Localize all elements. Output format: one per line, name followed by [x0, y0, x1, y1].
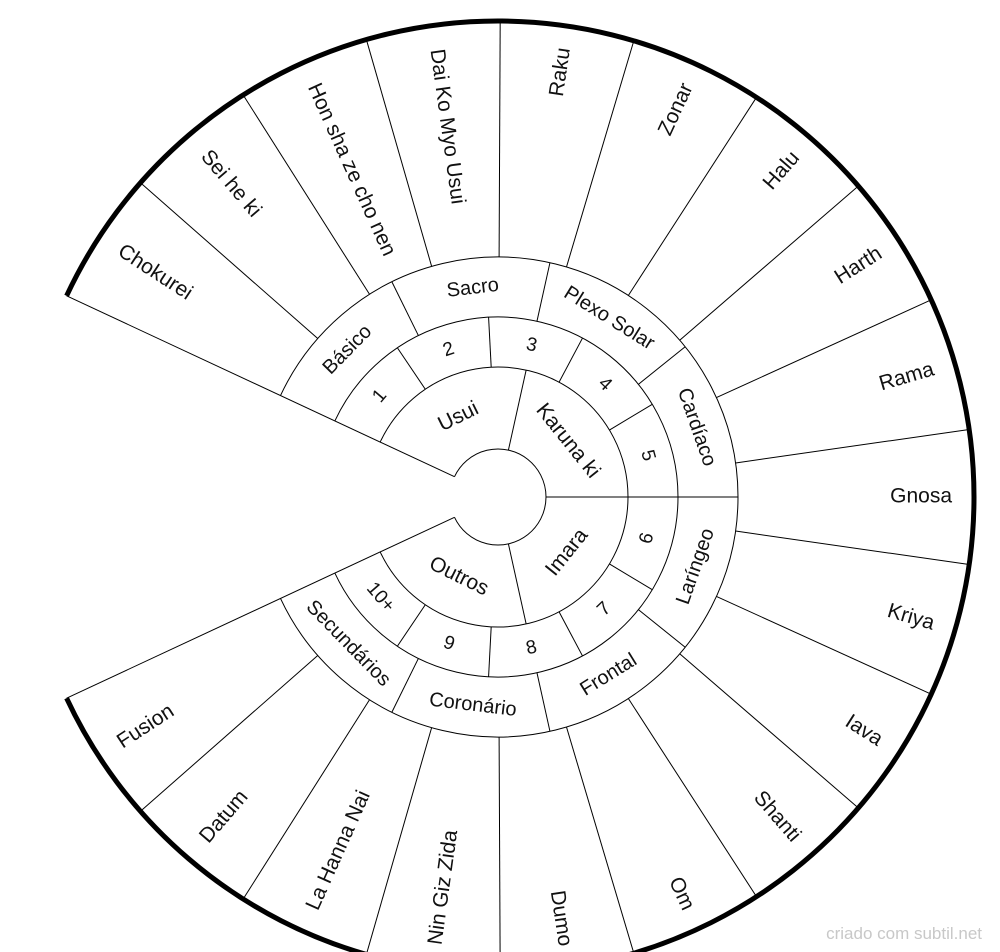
number-label: 5 [636, 448, 659, 464]
segment-divider [735, 530, 970, 566]
segment-divider [396, 604, 426, 647]
number-label: 3 [524, 334, 539, 357]
segment-divider [140, 182, 319, 339]
outer-label: Rama [876, 357, 937, 395]
ring-arcs [64, 18, 977, 952]
segment-divider [498, 21, 501, 258]
chakra-label: Cardíaco [673, 385, 721, 469]
segment-divider [735, 428, 970, 464]
inner-label: Karuna ki [531, 399, 604, 483]
segment-divider [638, 609, 686, 648]
segment-divider [558, 337, 583, 383]
outer-label: Halu [758, 146, 804, 194]
segment-divider [609, 563, 653, 591]
span-edge-line [66, 516, 455, 699]
segment-divider [507, 369, 527, 451]
number-label: 8 [524, 636, 539, 659]
segment-divider [609, 403, 653, 431]
outer-label: La Hanna Nai [301, 787, 375, 914]
segment-divider [536, 262, 551, 322]
outer-label: Chokurei [114, 239, 197, 304]
outer-label: Datum [195, 785, 253, 847]
outer-label: Gnosa [890, 485, 952, 508]
segment-divider [488, 626, 492, 677]
segment-divider [498, 736, 501, 952]
outer-label: Dumo [546, 889, 577, 948]
inner-label: Outros [426, 552, 493, 601]
number-label: 1 [368, 385, 391, 407]
segment-divider [391, 658, 419, 713]
chakra-label: Sacro [446, 274, 501, 302]
outer-label: Nin Giz Zida [424, 828, 463, 946]
segment-divider [627, 698, 757, 897]
ring-arc [334, 316, 679, 678]
number-label: 10+ [362, 578, 399, 616]
span-edge-line [66, 295, 455, 478]
outer-label: Om [664, 873, 699, 913]
segment-divider [242, 94, 370, 295]
segment-divider [140, 655, 319, 812]
segment-divider [396, 347, 426, 390]
segment-divider [536, 672, 551, 732]
number-label: 2 [440, 338, 457, 361]
chakra-label: Plexo Solar [560, 282, 659, 355]
credit-text: criado com subtil.net [826, 924, 982, 943]
number-label: 7 [593, 598, 615, 621]
segment-divider [716, 595, 932, 695]
chakra-label: Básico [319, 320, 377, 378]
outer-label: Fusion [113, 699, 178, 753]
outer-label: Dai Ko Myo Usui [425, 48, 469, 206]
inner-label: Usui [434, 397, 482, 436]
inner-ring-labels: Usui Karuna ki Imara Outros [426, 397, 605, 600]
segment-divider [716, 299, 932, 399]
chakra-label: Frontal [576, 649, 640, 701]
number-label: 4 [594, 373, 616, 396]
outer-border-arc [64, 18, 977, 952]
segment-lines [66, 21, 970, 952]
outer-label: Iava [841, 710, 887, 751]
chakra-label: Coronário [428, 689, 518, 721]
outer-label: Sei he ki [196, 145, 266, 221]
segment-divider [679, 653, 859, 809]
number-label: 9 [441, 632, 458, 655]
number-label: 6 [635, 530, 658, 546]
segment-divider [365, 39, 433, 267]
outer-label: Shanti [749, 786, 805, 846]
segment-divider [566, 726, 634, 952]
ring-arc [379, 366, 629, 628]
segment-divider [507, 543, 527, 625]
outer-label: Harth [830, 242, 886, 289]
segment-divider [558, 611, 583, 657]
inner-label: Imara [541, 524, 593, 581]
segment-divider [488, 317, 492, 368]
segment-divider [242, 699, 370, 900]
outer-label: Raku [545, 46, 575, 98]
segment-divider [627, 97, 757, 296]
segment-divider [638, 346, 686, 385]
outer-label: Zonar [654, 79, 698, 138]
segment-divider [366, 727, 433, 952]
segment-divider [566, 40, 635, 268]
ring-arc [280, 256, 739, 738]
segment-divider [391, 281, 419, 336]
ring-arc [454, 448, 547, 546]
chakra-label: Laríngeo [672, 526, 719, 608]
segment-divider [679, 185, 859, 341]
outer-label: Kriya [885, 599, 938, 635]
